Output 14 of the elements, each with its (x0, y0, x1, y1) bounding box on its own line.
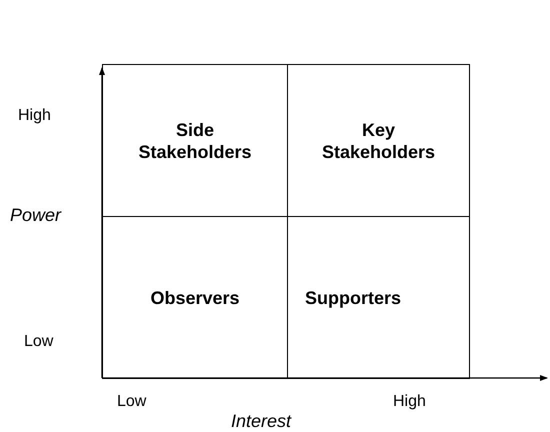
axis-title: Power (10, 205, 62, 226)
axis-tick-label: Low (24, 333, 54, 351)
quadrant-cell (287, 216, 470, 379)
quadrant-cell (102, 64, 288, 217)
axis-title: Interest (231, 411, 292, 432)
quadrant-label: Key Stakeholders (320, 118, 436, 162)
axis-tick-label: High (393, 393, 426, 411)
axis-tick-label: Low (117, 393, 146, 411)
quadrant-cell (287, 64, 470, 217)
quadrant-label: Side Stakeholders (137, 118, 253, 162)
axis-tick-label: High (18, 107, 51, 125)
quadrant-label: Supporters (305, 286, 402, 308)
quadrant-cell (102, 216, 288, 379)
quadrant-label: Observers (150, 286, 240, 308)
